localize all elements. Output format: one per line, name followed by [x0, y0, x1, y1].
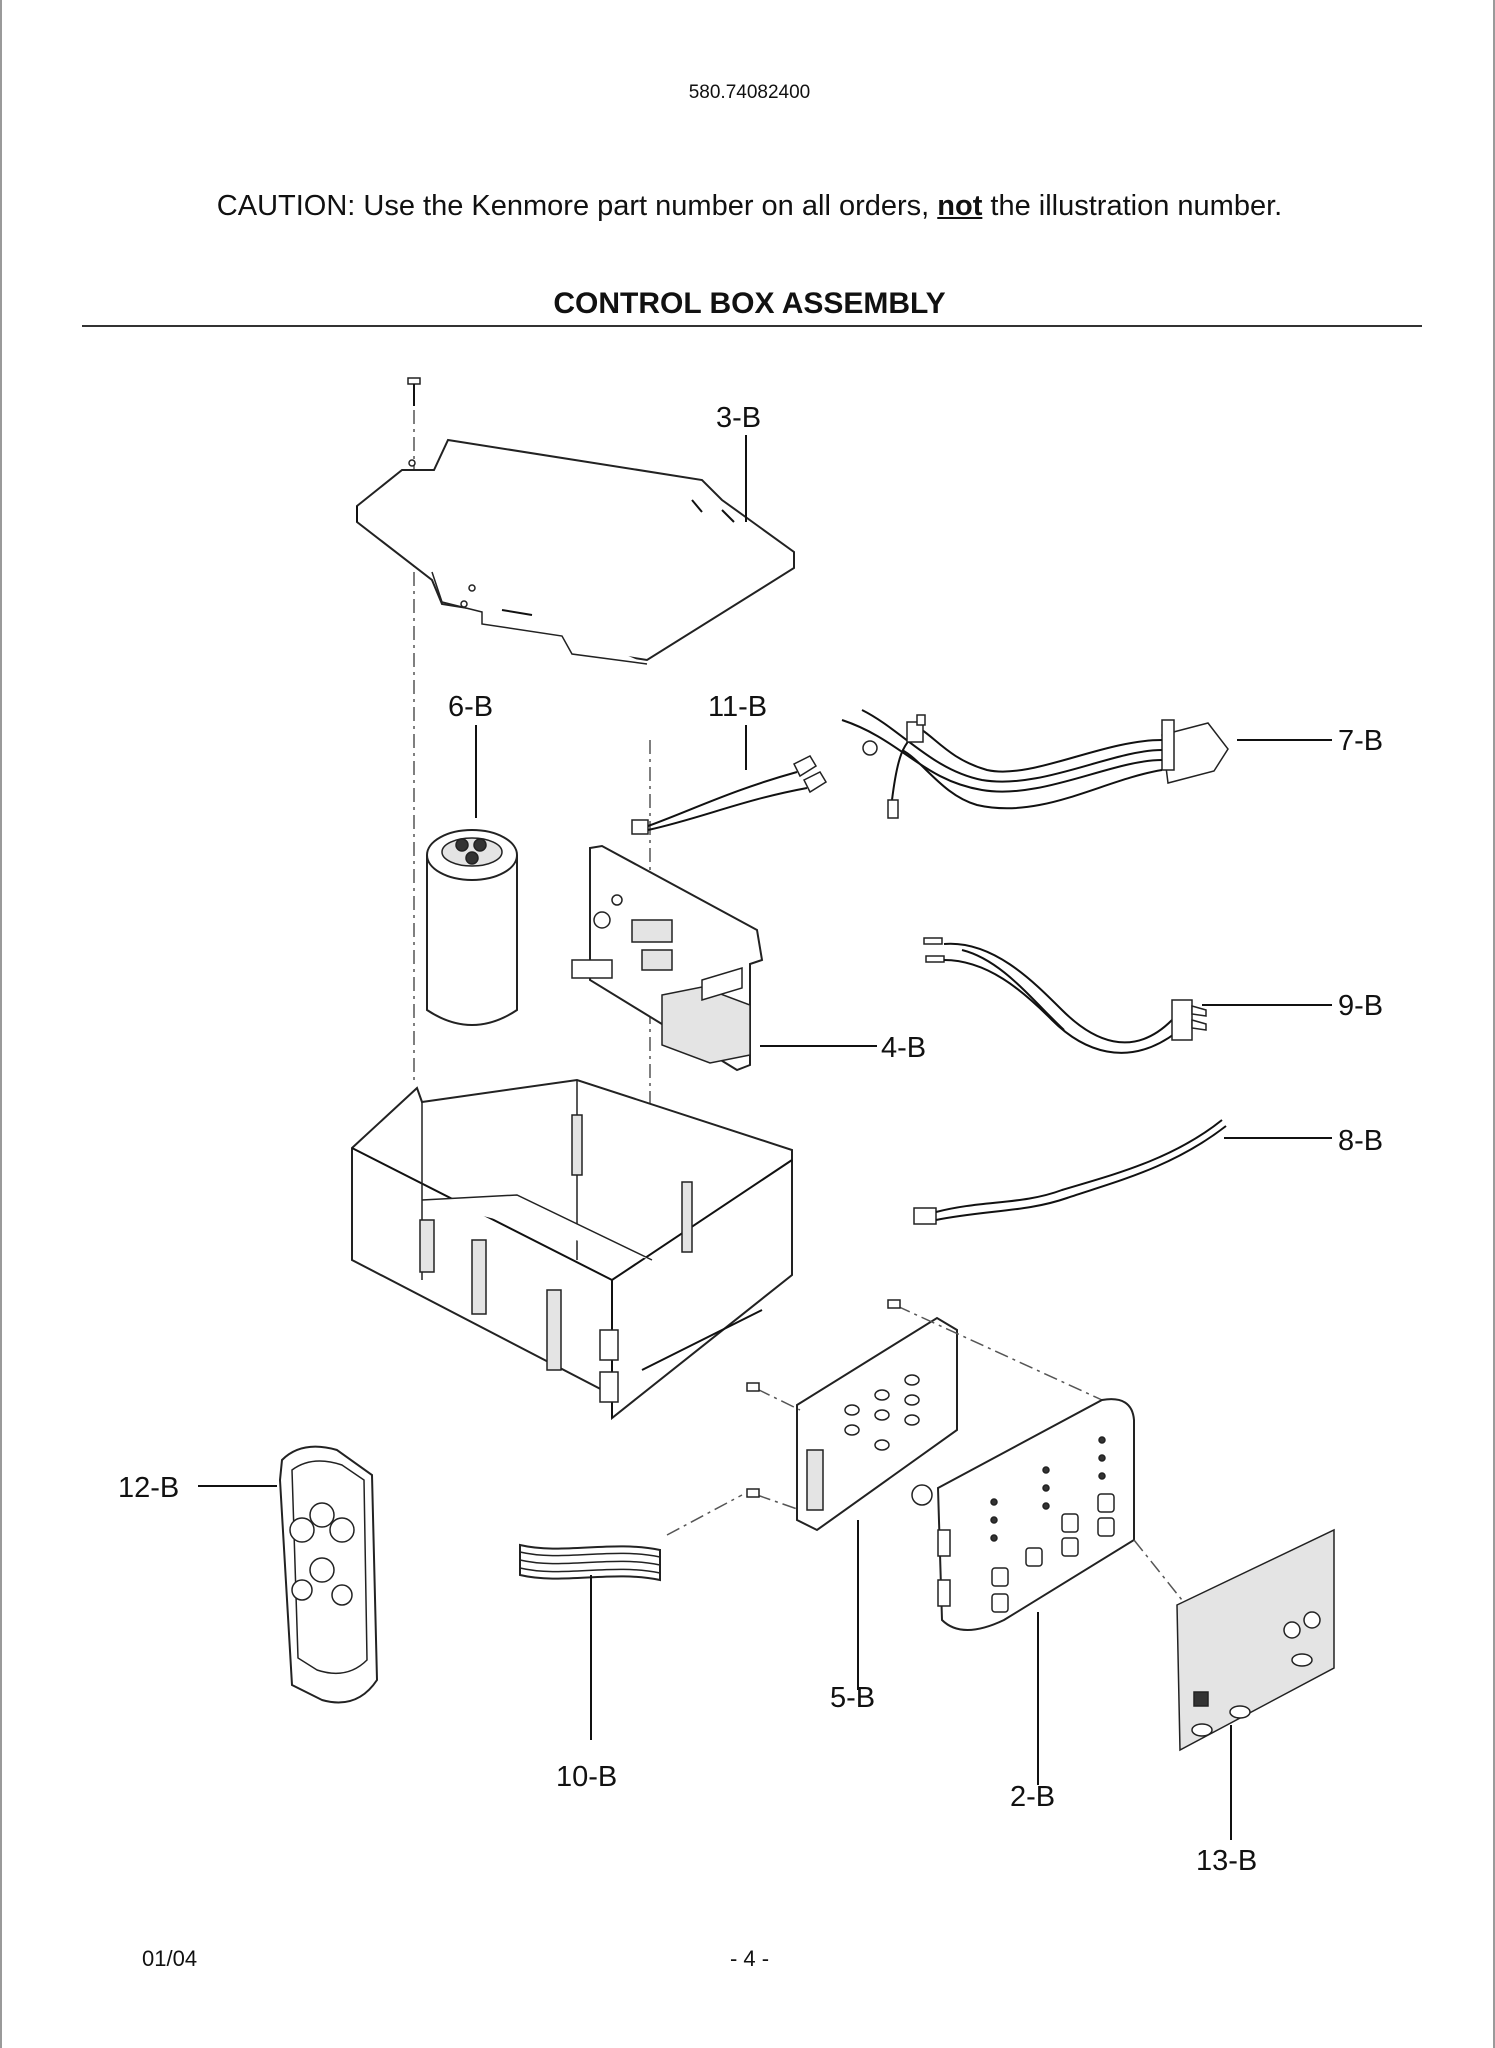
callout-4b: 4-B	[881, 1032, 926, 1064]
capacitor	[426, 829, 518, 1026]
document-number: 580.74082400	[688, 82, 811, 103]
panel-buttons	[991, 1493, 1115, 1613]
control-board	[746, 1299, 1103, 1532]
page-number: - 4 -	[729, 1946, 770, 1971]
cover-plate	[356, 438, 795, 665]
callout-9b: 9-B	[1338, 990, 1383, 1022]
caution-note: CAUTION: Use the Kenmore part number on …	[2, 190, 1495, 223]
callout-13b: 13-B	[1196, 1845, 1257, 1877]
screw-top	[407, 377, 421, 406]
callout-2b: 2-B	[1010, 1781, 1055, 1813]
caution-prefix: CAUTION: Use the Kenmore part number on …	[216, 190, 938, 222]
remote-control	[278, 1445, 379, 1704]
title-rule	[82, 325, 1422, 327]
power-board	[571, 844, 764, 1072]
panel-indicator-dots	[990, 1436, 1106, 1542]
caution-emphasis: not	[937, 190, 983, 222]
section-title: CONTROL BOX ASSEMBLY	[553, 287, 946, 320]
sensor-wire	[913, 1119, 1227, 1225]
callout-3b: 3-B	[716, 402, 761, 434]
wire-harness-lower	[923, 937, 1207, 1054]
callout-10b: 10-B	[556, 1761, 617, 1793]
board-buttons	[844, 1374, 920, 1451]
callout-12b: 12-B	[118, 1472, 179, 1504]
control-box-housing	[351, 1078, 793, 1421]
callout-11b: 11-B	[708, 691, 767, 723]
callout-7b: 7-B	[1338, 725, 1383, 757]
overlay-label	[1176, 1528, 1335, 1752]
wire-lead-short	[631, 755, 828, 835]
front-panel	[936, 1398, 1183, 1631]
wire-harness	[841, 709, 1229, 819]
caution-suffix: the illustration number.	[982, 190, 1283, 222]
callout-5b: 5-B	[830, 1682, 875, 1714]
callout-6b: 6-B	[448, 691, 493, 723]
footer-date: 01/04	[142, 1946, 198, 1971]
callout-labels: 3-B 6-B 11-B 7-B 9-B 4-B 8-B 12-B 5-B 10…	[118, 402, 1383, 1877]
ribbon-cable	[519, 1494, 743, 1582]
callout-8b: 8-B	[1338, 1125, 1383, 1157]
leader-lines	[198, 435, 1332, 1840]
